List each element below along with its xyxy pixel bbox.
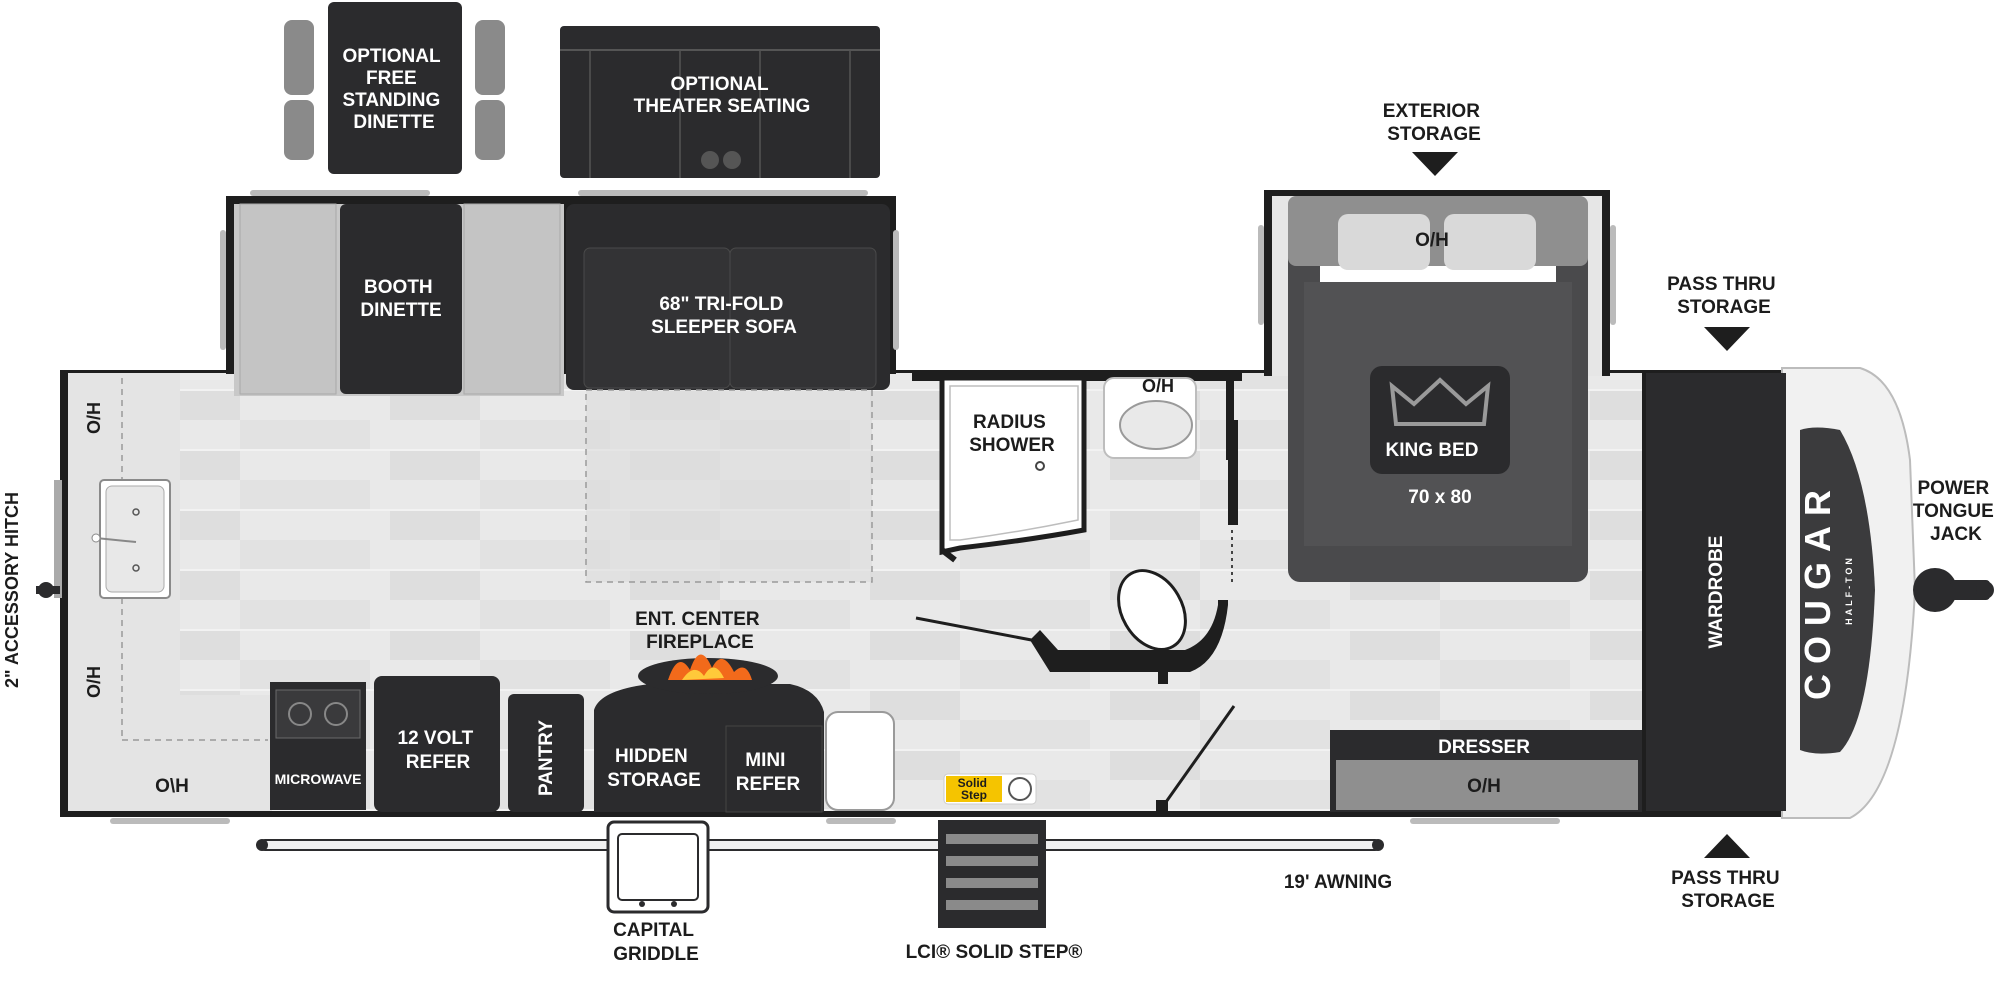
hidden-storage-line2: STORAGE — [607, 770, 701, 791]
pass-thru-top-line2: STORAGE — [1677, 297, 1771, 318]
exterior-storage-line1: EXTERIOR — [1383, 101, 1480, 122]
arrow-down-icon — [1704, 327, 1750, 351]
svg-text:POWER TONGUE JACK: POWER TONGUE JACK — [1913, 478, 1999, 545]
svg-text:OPTIONAL THEATER SEATING: OPTIONAL THEATER SEATING — [634, 74, 811, 117]
fireplace-line2: FIREPLACE — [646, 632, 754, 653]
bed-overhead-label: O/H — [1415, 230, 1449, 251]
living-slideout: BOOTH DINETTE 68" TRI-FOLD SLEEPER SOFA — [220, 190, 899, 583]
sleeper-sofa-line1: 68" TRI-FOLD — [659, 294, 783, 315]
kitchen: O/H O/H O\H MICROWAVE 12 VOLT REFER PANT… — [36, 402, 895, 813]
refer-12v-line1: 12 VOLT — [398, 728, 474, 749]
solid-step-label: LCI® SOLID STEP® — [906, 942, 1083, 963]
refer-12v-line2: REFER — [406, 752, 471, 773]
pass-thru-bottom-line2: STORAGE — [1681, 891, 1775, 912]
step-badge-line2: Step — [961, 788, 987, 802]
kitchen-oh-top: O/H — [84, 402, 104, 434]
crown-icon — [1389, 377, 1491, 426]
tongue-jack-line2: TONGUE — [1913, 501, 1994, 522]
svg-text:BOOTH DINETTE: BOOTH DINETTE — [360, 277, 441, 321]
optional-dinette: OPTIONAL FREE STANDING DINETTE — [284, 2, 505, 174]
optional-dinette-line2: FREE — [366, 68, 417, 89]
svg-text:Solid Step: Solid Step — [958, 776, 991, 802]
microwave-label: MICROWAVE — [275, 771, 362, 787]
optional-dinette-line1: OPTIONAL — [342, 46, 441, 67]
solid-step: LCI® SOLID STEP® — [906, 820, 1083, 963]
entry-step-badge: Solid Step — [943, 773, 1037, 805]
bottom-windows — [110, 818, 1560, 824]
wardrobe: WARDROBE — [1646, 373, 1786, 811]
pantry-label: PANTRY — [536, 720, 557, 796]
bath-sink-icon — [1119, 400, 1193, 450]
svg-text:MINI REFER: MINI REFER — [736, 750, 801, 795]
king-bed-label: KING BED — [1386, 440, 1479, 461]
griddle-line1: CAPITAL — [613, 920, 694, 941]
pass-thru-bottom-callout: PASS THRU STORAGE — [1671, 834, 1785, 912]
arrow-up-icon — [1704, 834, 1750, 858]
svg-text:ENT. CENTER FIREPLACE: ENT. CENTER FIREPLACE — [635, 609, 765, 653]
toilet-icon — [1117, 569, 1187, 651]
pass-thru-top-line1: PASS THRU — [1667, 274, 1775, 295]
svg-text:CAPITAL GRIDDLE: CAPITAL GRIDDLE — [613, 920, 699, 965]
pass-thru-top-callout: PASS THRU STORAGE — [1667, 274, 1781, 351]
radius-shower-line2: SHOWER — [969, 435, 1055, 456]
bathroom: RADIUS SHOWER O/H — [912, 373, 1242, 812]
mini-refer-line2: REFER — [736, 774, 801, 795]
fireplace-line1: ENT. CENTER — [635, 609, 760, 630]
pass-thru-bottom-line1: PASS THRU — [1671, 868, 1779, 889]
theater-seating: OPTIONAL THEATER SEATING — [560, 26, 880, 178]
svg-text:HIDDEN STORAGE: HIDDEN STORAGE — [607, 746, 701, 791]
wardrobe-label: WARDROBE — [1706, 536, 1727, 649]
tongue-jack-line1: POWER — [1917, 478, 1989, 499]
dresser-label: DRESSER — [1438, 737, 1530, 758]
dresser-oh-label: O/H — [1467, 776, 1501, 797]
arrow-down-icon — [1412, 152, 1458, 176]
awning: 19' AWNING — [256, 839, 1392, 893]
tongue-jack-icon — [1913, 568, 1957, 612]
svg-text:68" TRI-FOLD SLEEPER SOF: 68" TRI-FOLD SLEEPER SOFA — [651, 294, 797, 338]
bed-size-label: 70 x 80 — [1408, 487, 1471, 508]
dresser: DRESSER O/H — [1330, 730, 1642, 812]
brand-logo: COUGAR — [1797, 480, 1838, 700]
svg-text:12 VOLT REFER: 12 VOLT REFER — [398, 728, 479, 773]
svg-text:PASS THRU STORAGE: PASS THRU STORAGE — [1667, 274, 1781, 318]
awning-label: 19' AWNING — [1284, 872, 1392, 893]
griddle-line2: GRIDDLE — [613, 944, 699, 965]
brand-sub: HALF-TON — [1844, 555, 1854, 625]
svg-text:PASS THRU STORAGE: PASS THRU STORAGE — [1671, 868, 1785, 912]
tongue-jack-line3: JACK — [1930, 524, 1982, 545]
optional-dinette-line4: DINETTE — [353, 112, 434, 133]
booth-dinette-line2: DINETTE — [360, 300, 441, 321]
mini-refer-line1: MINI — [745, 750, 785, 771]
kitchen-oh-bottom: O/H — [84, 666, 104, 698]
radius-shower-line1: RADIUS — [973, 412, 1046, 433]
bath-overhead-label: O/H — [1142, 376, 1174, 396]
chair-icon — [825, 711, 895, 811]
theater-seating-line2: THEATER SEATING — [634, 96, 811, 117]
exterior-storage-callout: EXTERIOR STORAGE — [1383, 101, 1485, 176]
bedroom-slideout: O/H KING BED 70 x 80 — [1258, 190, 1616, 582]
theater-seating-line1: OPTIONAL — [670, 74, 769, 95]
svg-text:RADIUS SHOWER: RADIUS SHOWER — [969, 412, 1055, 456]
tongue-jack-callout: POWER TONGUE JACK — [1913, 478, 1999, 545]
capital-griddle: CAPITAL GRIDDLE — [606, 820, 710, 965]
sleeper-sofa-line2: SLEEPER SOFA — [651, 317, 797, 338]
optional-dinette-line3: STANDING — [342, 90, 440, 111]
exterior-storage-line2: STORAGE — [1387, 124, 1481, 145]
kitchen-oh-floor: O\H — [155, 776, 189, 797]
booth-dinette-line1: BOOTH — [364, 277, 433, 298]
hidden-storage-line1: HIDDEN — [615, 746, 688, 767]
svg-text:EXTERIOR STORAGE: EXTERIOR STORAGE — [1383, 101, 1485, 145]
front-cap: COUGAR HALF-TON — [1781, 367, 1994, 819]
accessory-hitch-label: 2" ACCESSORY HITCH — [2, 492, 22, 688]
step-badge-line1: Solid — [958, 776, 987, 790]
svg-text:OPTIONAL FREE STAN: OPTIONAL FREE STANDING DINETTE — [342, 46, 445, 133]
